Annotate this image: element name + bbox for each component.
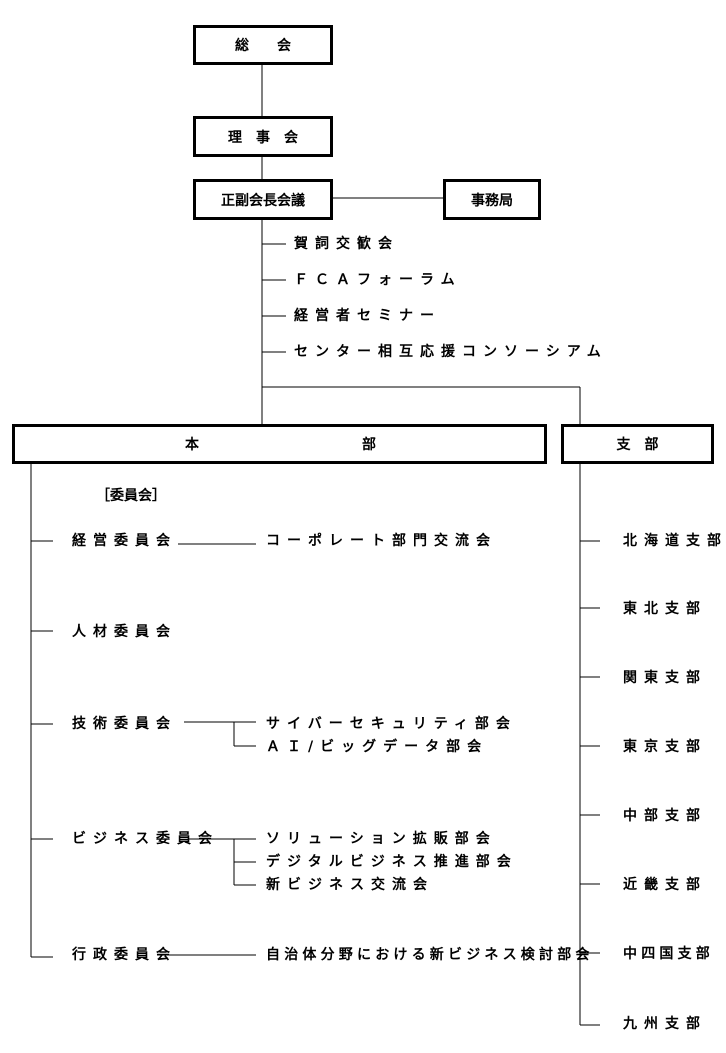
general-meeting-label: 総 会 xyxy=(235,38,291,54)
branch-label: 支 部 xyxy=(616,437,659,453)
subgroup-new-business-exchange: 新ビジネス交流会 xyxy=(266,877,434,893)
subgroup-ai-bigdata: ＡＩ/ビッグデータ部会 xyxy=(266,739,489,755)
branch-kanto: 関東支部 xyxy=(623,670,707,686)
secretariat-label: 事務局 xyxy=(471,192,513,209)
subgroup-cybersecurity: サイバーセキュリティ部会 xyxy=(266,716,517,732)
branch-tokyo: 東京支部 xyxy=(623,739,707,755)
event-new-year: 賀詞交歓会 xyxy=(294,236,399,252)
committee-admin: 行政委員会 xyxy=(72,947,177,963)
secretariat-box: 事務局 xyxy=(443,179,541,220)
branch-box: 支 部 xyxy=(561,424,714,464)
board-box: 理 事 会 xyxy=(193,116,333,157)
committee-management: 経営委員会 xyxy=(72,533,177,549)
event-executive-seminar: 経営者セミナー xyxy=(294,308,441,324)
branch-chubu: 中部支部 xyxy=(623,808,707,824)
branch-kyushu: 九州支部 xyxy=(623,1016,707,1032)
committee-hr: 人材委員会 xyxy=(72,624,177,640)
chair-meeting-label: 正副会長会議 xyxy=(221,192,305,209)
branch-kinki: 近畿支部 xyxy=(623,877,707,893)
subgroup-corporate-exchange: コーポレート部門交流会 xyxy=(266,533,497,549)
committee-heading: ［委員会］ xyxy=(96,488,166,504)
headquarters-label-left: 本 xyxy=(185,437,199,453)
general-meeting-box: 総 会 xyxy=(193,25,333,65)
headquarters-box: 本 部 xyxy=(12,424,547,464)
branch-tohoku: 東北支部 xyxy=(623,601,707,617)
chair-meeting-box: 正副会長会議 xyxy=(193,179,333,220)
subgroup-solution-sales: ソリューション拡販部会 xyxy=(266,831,497,847)
committee-tech: 技術委員会 xyxy=(72,716,177,732)
event-consortium: センター相互応援コンソーシアム xyxy=(294,344,608,360)
subgroup-municipal-business: 自治体分野における新ビジネス検討部会 xyxy=(266,947,594,963)
subgroup-digital-business: デジタルビジネス推進部会 xyxy=(266,854,518,870)
branch-hokkaido: 北海道支部 xyxy=(623,533,726,549)
headquarters-label-right: 部 xyxy=(362,437,376,453)
branch-chushikoku: 中四国支部 xyxy=(623,946,714,962)
committee-business: ビジネス委員会 xyxy=(72,831,219,847)
board-label: 理 事 会 xyxy=(228,129,298,146)
event-fca-forum: ＦＣＡフォーラム xyxy=(294,272,462,288)
